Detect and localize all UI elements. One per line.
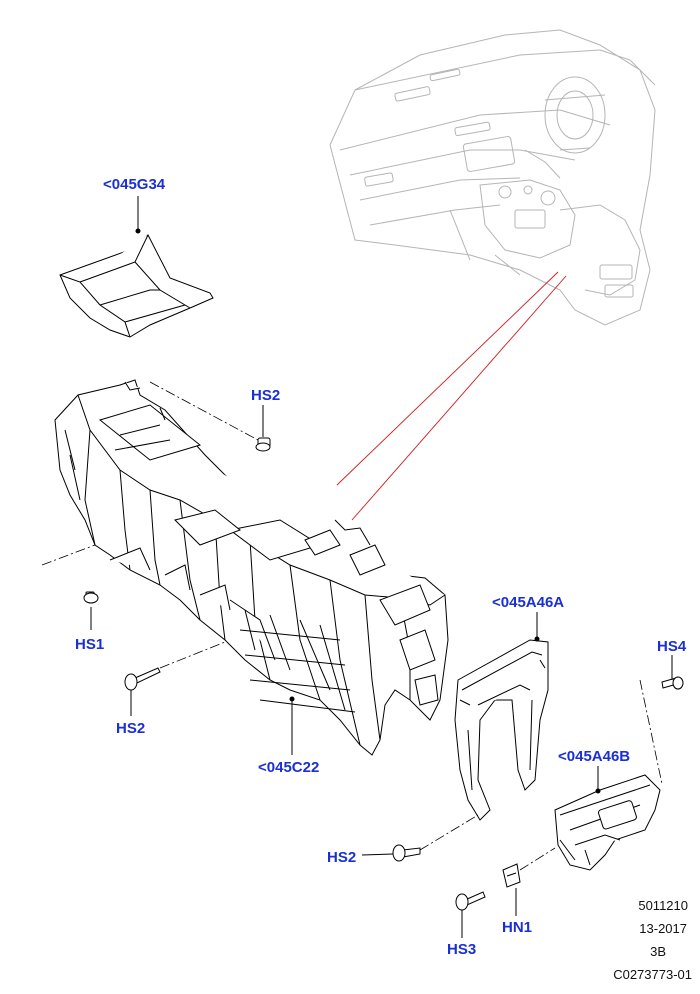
bolt-hs1 [83,591,99,604]
callout-hs2-bottom: HS2 [327,849,357,866]
callout-leaders [90,405,673,938]
callout-hs1: HS1 [75,636,105,653]
figure-code: C0273773-01 [613,967,692,982]
callout-hs2-left: HS2 [116,720,146,737]
figure-date: 13-2017 [639,921,687,936]
figure-revision: 3B [650,944,666,959]
vehicle-interior-illustration [329,29,656,326]
clip-hn1 [502,863,521,888]
support-bracket-b [554,774,661,871]
bolt-hs2-bottom [392,844,421,862]
console-liner-part [59,234,214,338]
figure-number: 5011210 [638,898,688,913]
bolt-hs3 [455,891,486,911]
callout-045a46b: <045A46B [558,748,631,765]
leader-lines [135,196,141,234]
reference-lines [336,271,567,521]
callout-hs2-top: HS2 [251,387,281,404]
support-bracket-a [454,639,549,821]
callout-hn1: HN1 [502,919,533,936]
bolt-hs4 [661,676,684,690]
callout-045g34: <045G34 [103,176,166,193]
callout-hs4: HS4 [657,638,687,655]
callout-045c22: <045C22 [258,759,320,776]
floor-console-bracket [54,379,449,756]
callout-045a46a: <045A46A [492,594,565,611]
callout-hs3: HS3 [447,941,477,958]
fasteners [83,437,684,911]
bolt-hs2-top [255,437,271,452]
assembly-lines [41,381,663,871]
bolt-hs2-left [124,667,161,691]
